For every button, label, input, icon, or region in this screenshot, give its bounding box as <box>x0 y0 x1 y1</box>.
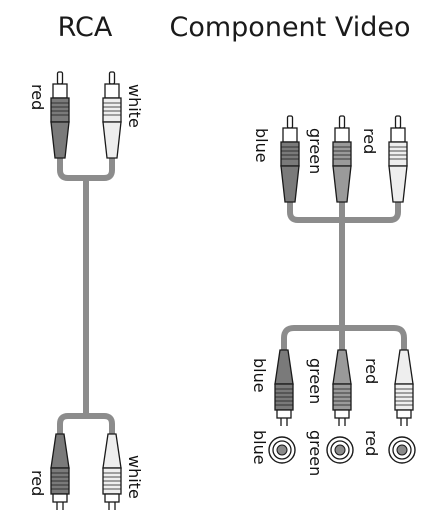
rca-bottom-right-label: white <box>125 455 144 499</box>
component-video-title: Component Video <box>170 12 411 43</box>
rca-bottom-left-label: red <box>28 470 47 496</box>
component-jack-right <box>388 436 416 464</box>
component-top-middle-label: green <box>306 128 325 174</box>
component-jack-right-label: red <box>362 430 381 456</box>
rca-cable <box>57 155 115 439</box>
component-bottom-left-label: blue <box>250 358 269 393</box>
rca-top-right-label: white <box>125 84 144 128</box>
component-jack-left <box>268 436 296 464</box>
component-top-left-label: blue <box>252 128 271 163</box>
rca-bottom-right-connector <box>102 433 122 511</box>
rca-title: RCA <box>58 12 113 43</box>
component-bottom-right-connector <box>394 349 414 427</box>
component-bottom-middle-label: green <box>306 358 325 404</box>
component-top-right-label: red <box>360 128 379 154</box>
component-top-left-connector <box>280 115 300 203</box>
component-top-right-connector <box>388 115 408 203</box>
rca-bottom-left-connector <box>50 433 70 511</box>
component-jack-middle <box>326 436 354 464</box>
component-bottom-left-connector <box>274 349 294 427</box>
component-cable <box>281 197 407 357</box>
rca-top-left-label: red <box>28 84 47 110</box>
component-top-middle-connector <box>332 115 352 203</box>
component-jack-middle-label: green <box>306 430 325 476</box>
component-bottom-middle-connector <box>332 349 352 427</box>
rca-top-left-connector <box>50 71 70 159</box>
rca-top-right-connector <box>102 71 122 159</box>
component-jack-left-label: blue <box>250 430 269 465</box>
component-bottom-right-label: red <box>362 358 381 384</box>
